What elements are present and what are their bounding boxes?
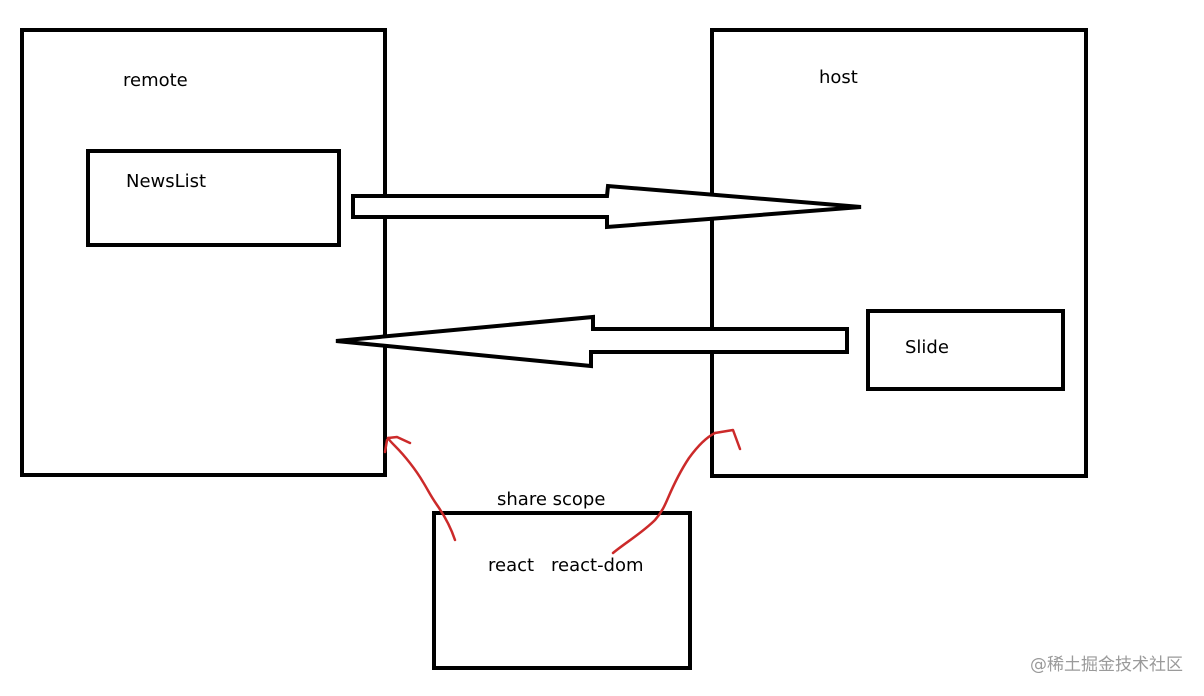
red-arrow-to-remote — [383, 435, 457, 542]
arrow-remote-to-host — [351, 183, 862, 230]
slide-component: Slide — [866, 309, 1065, 391]
newslist-component: NewsList — [86, 149, 341, 247]
slide-label: Slide — [905, 337, 949, 358]
remote-container: remote — [20, 28, 387, 477]
newslist-label: NewsList — [126, 171, 206, 192]
share-scope-item-react-dom: react-dom — [551, 555, 644, 576]
share-scope-box: share scope react react-dom — [432, 489, 692, 670]
arrow-host-to-remote — [335, 314, 849, 369]
share-scope-label: share scope — [497, 489, 605, 510]
remote-label: remote — [123, 70, 188, 91]
host-label: host — [819, 67, 858, 88]
share-scope-item-react: react — [488, 555, 534, 576]
host-container: host — [710, 28, 1088, 478]
watermark: @稀土掘金技术社区 — [1030, 655, 1183, 675]
red-arrow-to-host — [611, 428, 742, 555]
